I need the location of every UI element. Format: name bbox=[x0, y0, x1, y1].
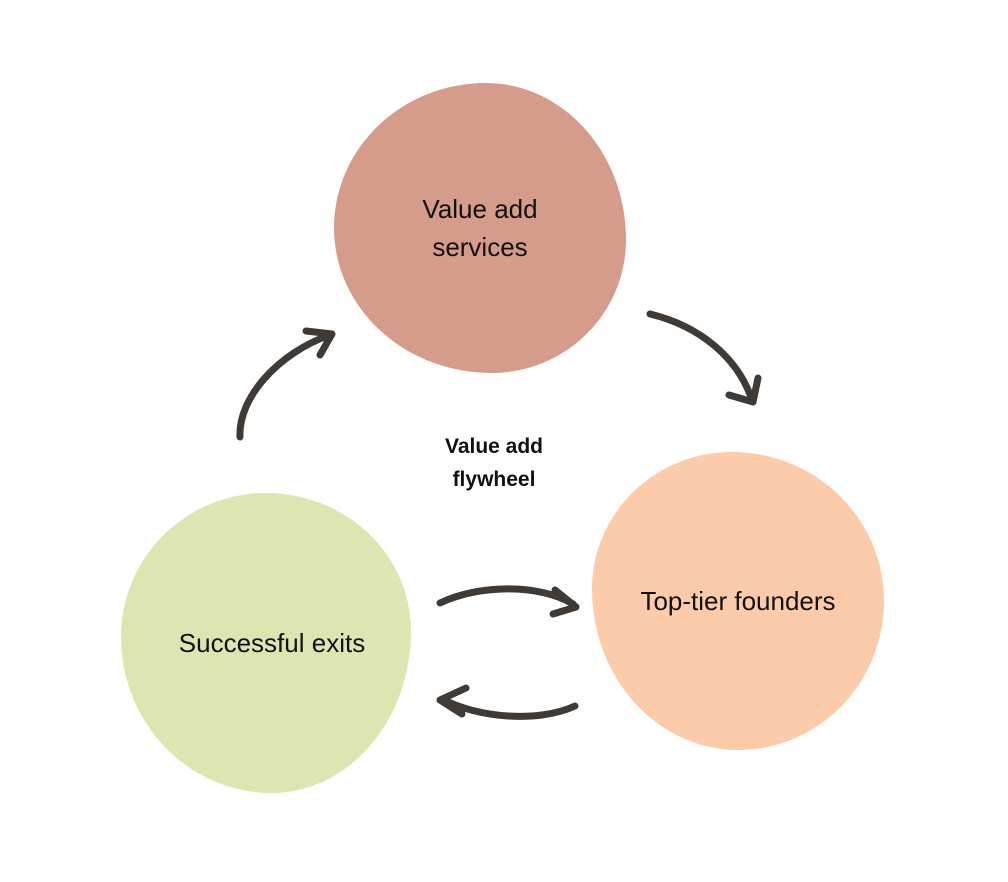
arrow-exits-to-value-add bbox=[236, 327, 336, 441]
center-title-line-1: Value add bbox=[444, 435, 544, 458]
node-successful-exits: Successful exits bbox=[121, 493, 411, 793]
node-successful-exits-label: Successful exits bbox=[178, 628, 366, 658]
node-label-line-2: services bbox=[432, 232, 528, 262]
arrow-top-tier-to-exits bbox=[436, 684, 579, 720]
arrow-exits-to-top-tier bbox=[436, 585, 580, 618]
node-top-tier-founders-label: Top-tier founders bbox=[640, 586, 836, 616]
node-label-line-1: Value add bbox=[422, 194, 538, 224]
node-value-add-services-label: Value add services bbox=[422, 190, 537, 266]
center-title-line-2: flywheel bbox=[452, 468, 536, 491]
arrow-value-add-to-top-tier bbox=[646, 310, 762, 406]
center-title: Value add flywheel bbox=[394, 430, 594, 496]
node-value-add-services: Value add services bbox=[334, 83, 626, 373]
node-top-tier-founders: Top-tier founders bbox=[592, 452, 884, 750]
